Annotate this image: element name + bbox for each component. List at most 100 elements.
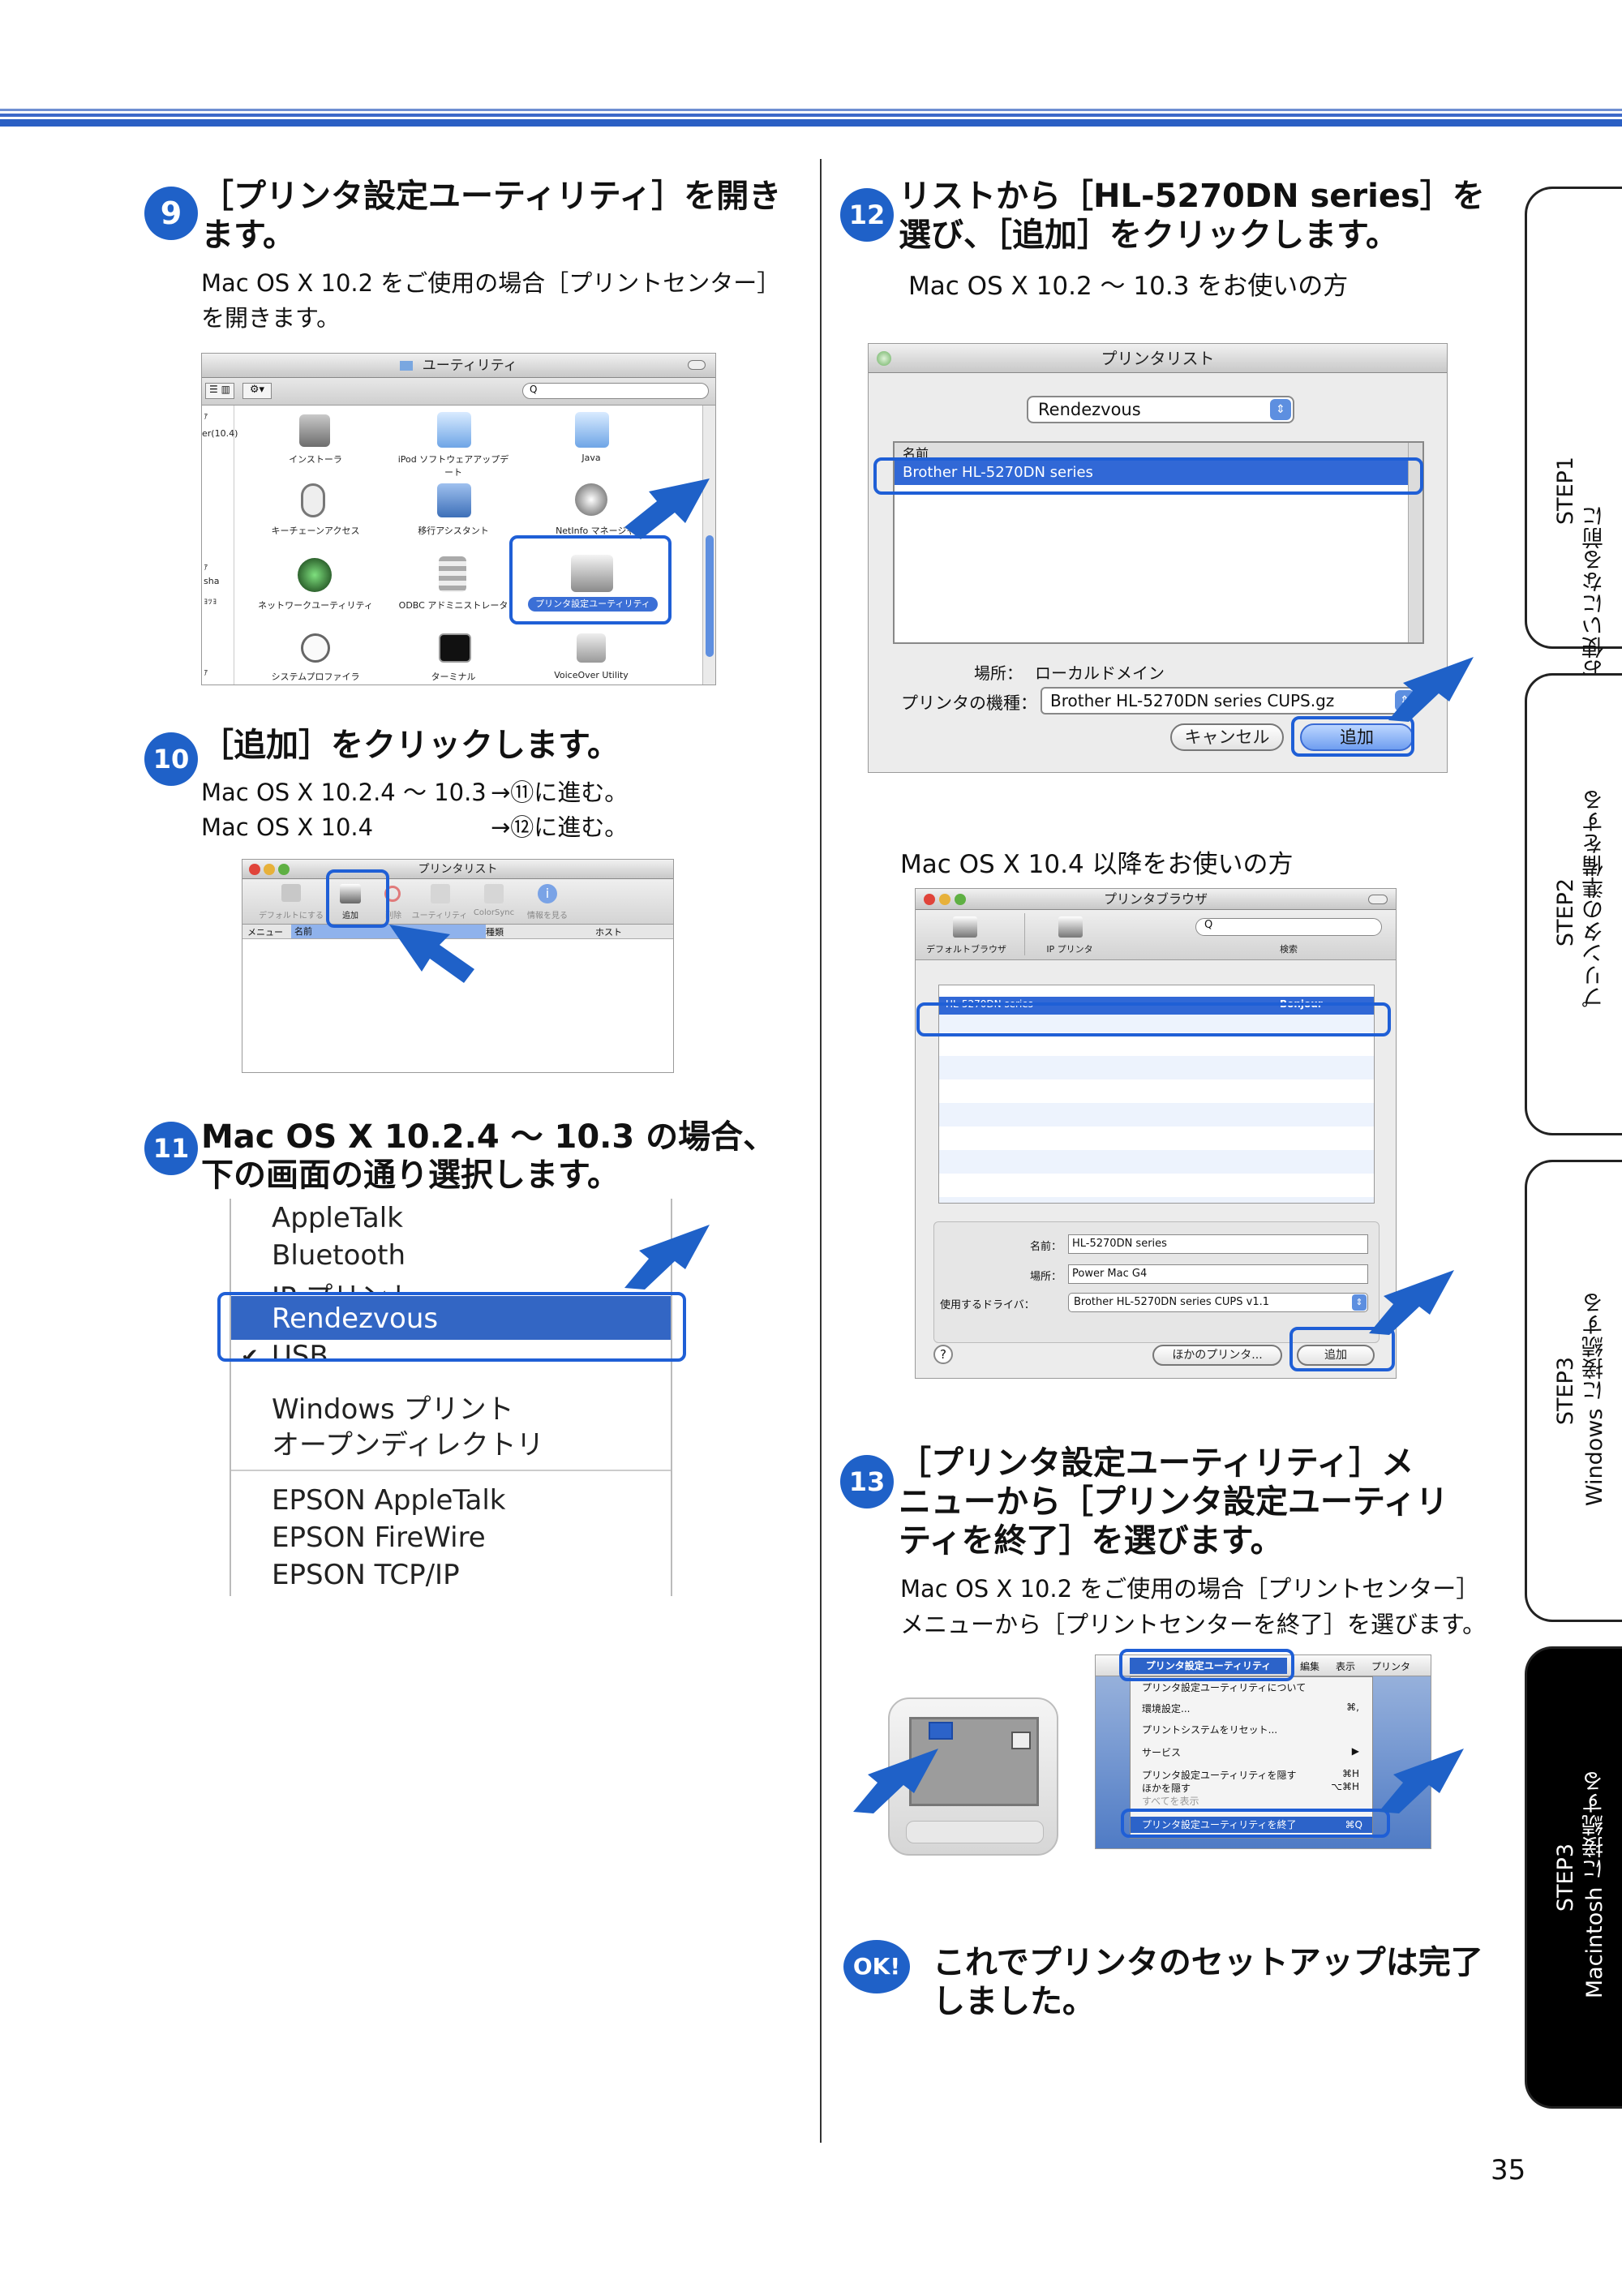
cancel-button[interactable]: キャンセル xyxy=(1170,723,1284,751)
menu-item[interactable]: プリンタ設定ユーティリティについて xyxy=(1142,1680,1369,1693)
side-tab-step1[interactable]: STEP1 お使いになる前に xyxy=(1525,187,1622,680)
menu-item[interactable]: プリントシステムをリセット... xyxy=(1142,1723,1369,1736)
sidebar-item[interactable]: sha xyxy=(204,576,220,586)
step10-pointer-arrow-icon xyxy=(389,925,474,983)
menu-bar-item[interactable]: プリンタ xyxy=(1371,1661,1411,1672)
close-button-icon[interactable] xyxy=(249,864,260,875)
ipod-updater-icon[interactable] xyxy=(437,412,471,448)
menu-item-selected[interactable] xyxy=(231,1296,671,1340)
app-label: NetInfo マネージャ xyxy=(556,526,635,536)
column-header[interactable]: メニュー xyxy=(247,927,283,938)
menu-item-label: サービス xyxy=(1142,1747,1182,1758)
zoom-button-icon[interactable] xyxy=(955,894,966,905)
menu-bar-item[interactable]: 表示 xyxy=(1336,1661,1356,1672)
scrollbar-thumb[interactable] xyxy=(706,535,714,657)
add-printer-icon[interactable] xyxy=(340,884,361,903)
system-profiler-icon[interactable] xyxy=(301,633,330,663)
menu-item[interactable]: EPSON FireWire xyxy=(272,1521,486,1554)
colorsync-icon[interactable] xyxy=(484,884,504,903)
utility-icon[interactable] xyxy=(431,884,450,903)
table-row-selected[interactable] xyxy=(939,997,1374,1015)
connection-popup[interactable]: Rendezvous ⇕ xyxy=(1027,396,1294,423)
step10-line1-left: Mac OS X 10.2.4 ～ 10.3 xyxy=(201,779,487,806)
toolbar-toggle-icon[interactable] xyxy=(688,360,706,370)
sidebar-item[interactable]: er(10.4) xyxy=(202,428,238,439)
netinfo-icon[interactable] xyxy=(575,483,607,516)
terminal-icon[interactable] xyxy=(439,633,471,663)
menu-item[interactable]: すべてを表示 xyxy=(1142,1794,1369,1808)
step12-add-highlight xyxy=(1291,716,1414,757)
delete-icon[interactable] xyxy=(384,886,401,902)
java-folder-icon[interactable] xyxy=(575,412,609,448)
driver-stepper-icon: ⇕ xyxy=(1352,1294,1367,1311)
add-button[interactable]: 追加 xyxy=(1297,1345,1375,1366)
column-header[interactable]: 種類 xyxy=(486,927,504,938)
menu-item[interactable]: AppleTalk xyxy=(272,1202,403,1234)
sidebar-item[interactable]: ｧ xyxy=(204,410,208,421)
migration-assistant-icon[interactable] xyxy=(437,483,471,517)
add-button[interactable]: 追加 xyxy=(1300,723,1414,751)
menu-item[interactable]: ほかを隠す⌥⌘H xyxy=(1142,1781,1369,1795)
menu-item[interactable]: プリンタ設定ユーティリティを隠す⌘H xyxy=(1142,1768,1369,1782)
toolbar-toggle-icon[interactable] xyxy=(1368,895,1388,904)
sidebar-item[interactable]: ｧ xyxy=(204,561,208,572)
column-divider xyxy=(820,159,822,2143)
search-input[interactable]: Q xyxy=(522,383,709,399)
step13-quit-highlight xyxy=(1121,1809,1390,1838)
side-tab-step2[interactable]: STEP2 プリンタの準備をする xyxy=(1525,673,1622,1135)
step13-body-line2: メニューから［プリントセンターを終了］を選びます。 xyxy=(900,1611,1487,1638)
menu-item[interactable]: オープンディレクトリ xyxy=(272,1429,544,1461)
other-printers-button[interactable]: ほかのプリンタ... xyxy=(1152,1345,1282,1366)
keychain-icon[interactable] xyxy=(301,483,325,517)
location-field[interactable]: Power Mac G4 xyxy=(1068,1264,1368,1284)
menu-item[interactable]: 環境設定...⌘, xyxy=(1142,1702,1369,1715)
search-input[interactable]: Q xyxy=(1195,918,1382,936)
step9-number: 9 xyxy=(144,187,198,240)
side-tab-step3-windows[interactable]: STEP3 Windows に接続する xyxy=(1525,1160,1622,1622)
installer-icon[interactable] xyxy=(299,414,330,447)
odbc-icon[interactable] xyxy=(439,556,466,592)
menu-item[interactable]: EPSON AppleTalk xyxy=(272,1484,506,1517)
header-line-thin xyxy=(0,109,1622,111)
window-titlebar: プリンタブラウザ xyxy=(916,889,1396,910)
make-default-icon[interactable] xyxy=(281,884,301,902)
voiceover-utility-icon[interactable] xyxy=(577,633,606,663)
driver-popup[interactable]: Brother HL-5270DN series CUPS v1.1 ⇕ xyxy=(1068,1293,1368,1312)
menu-item[interactable]: IP プリント xyxy=(272,1275,415,1293)
menu-item[interactable]: USB xyxy=(272,1340,328,1359)
help-button[interactable]: ? xyxy=(933,1345,953,1364)
window-titlebar: プリンタリスト xyxy=(242,860,673,879)
menu-item-selected[interactable]: プリンタ設定ユーティリティを終了⌘Q xyxy=(1131,1817,1372,1833)
scrollbar[interactable] xyxy=(702,406,715,685)
view-toggle-icon[interactable]: ☰ ▥ xyxy=(205,383,234,399)
menu-item[interactable]: Windows プリント xyxy=(272,1393,514,1426)
name-field[interactable]: HL-5270DN series xyxy=(1068,1234,1368,1254)
window-button-icon[interactable] xyxy=(877,351,891,366)
model-label: プリンタの機種： xyxy=(901,693,1037,713)
info-icon[interactable]: i xyxy=(538,884,557,903)
zoom-button-icon[interactable] xyxy=(278,864,290,875)
menu-item[interactable]: EPSON TCP/IP xyxy=(272,1559,460,1591)
popup-value: Rendezvous xyxy=(1038,400,1141,419)
minimize-button-icon[interactable] xyxy=(264,864,275,875)
network-utility-icon[interactable] xyxy=(298,558,332,592)
action-gear-icon[interactable]: ⚙▾ xyxy=(242,383,272,399)
column-header[interactable]: ホスト xyxy=(595,927,622,938)
sidebar-item[interactable]: ｮｯｮ xyxy=(204,595,217,606)
menu-item[interactable]: Bluetooth xyxy=(272,1239,406,1272)
menu-bar-item-active[interactable]: プリンタ設定ユーティリティ xyxy=(1130,1658,1287,1674)
sidebar-item[interactable]: ｧ xyxy=(204,667,208,677)
default-browser-icon[interactable] xyxy=(953,916,977,938)
close-button-icon[interactable] xyxy=(924,894,935,905)
menu-bar-item[interactable]: 編集 xyxy=(1300,1661,1320,1672)
list-row-selected[interactable]: Brother HL-5270DN series xyxy=(895,461,1422,485)
step12-title-line1: リストから［HL-5270DN series］を xyxy=(899,178,1485,215)
model-popup[interactable]: Brother HL-5270DN series CUPS.gz ⇕ xyxy=(1041,687,1418,715)
menu-bar: プリンタ設定ユーティリティ 編集 表示 プリンタ xyxy=(1096,1655,1431,1676)
printer-setup-utility-icon[interactable] xyxy=(571,555,613,592)
ip-printer-icon[interactable] xyxy=(1058,916,1083,938)
side-tab-step3-macintosh[interactable]: STEP3 Macintosh に接続する xyxy=(1525,1646,1622,2109)
minimize-button-icon[interactable] xyxy=(939,894,950,905)
step12-screenshot2: プリンタブラウザ デフォルトブラウザ IP プリンタ Q 検索 HL-5270D… xyxy=(915,888,1397,1379)
menu-item[interactable]: サービス▶ xyxy=(1142,1745,1369,1759)
